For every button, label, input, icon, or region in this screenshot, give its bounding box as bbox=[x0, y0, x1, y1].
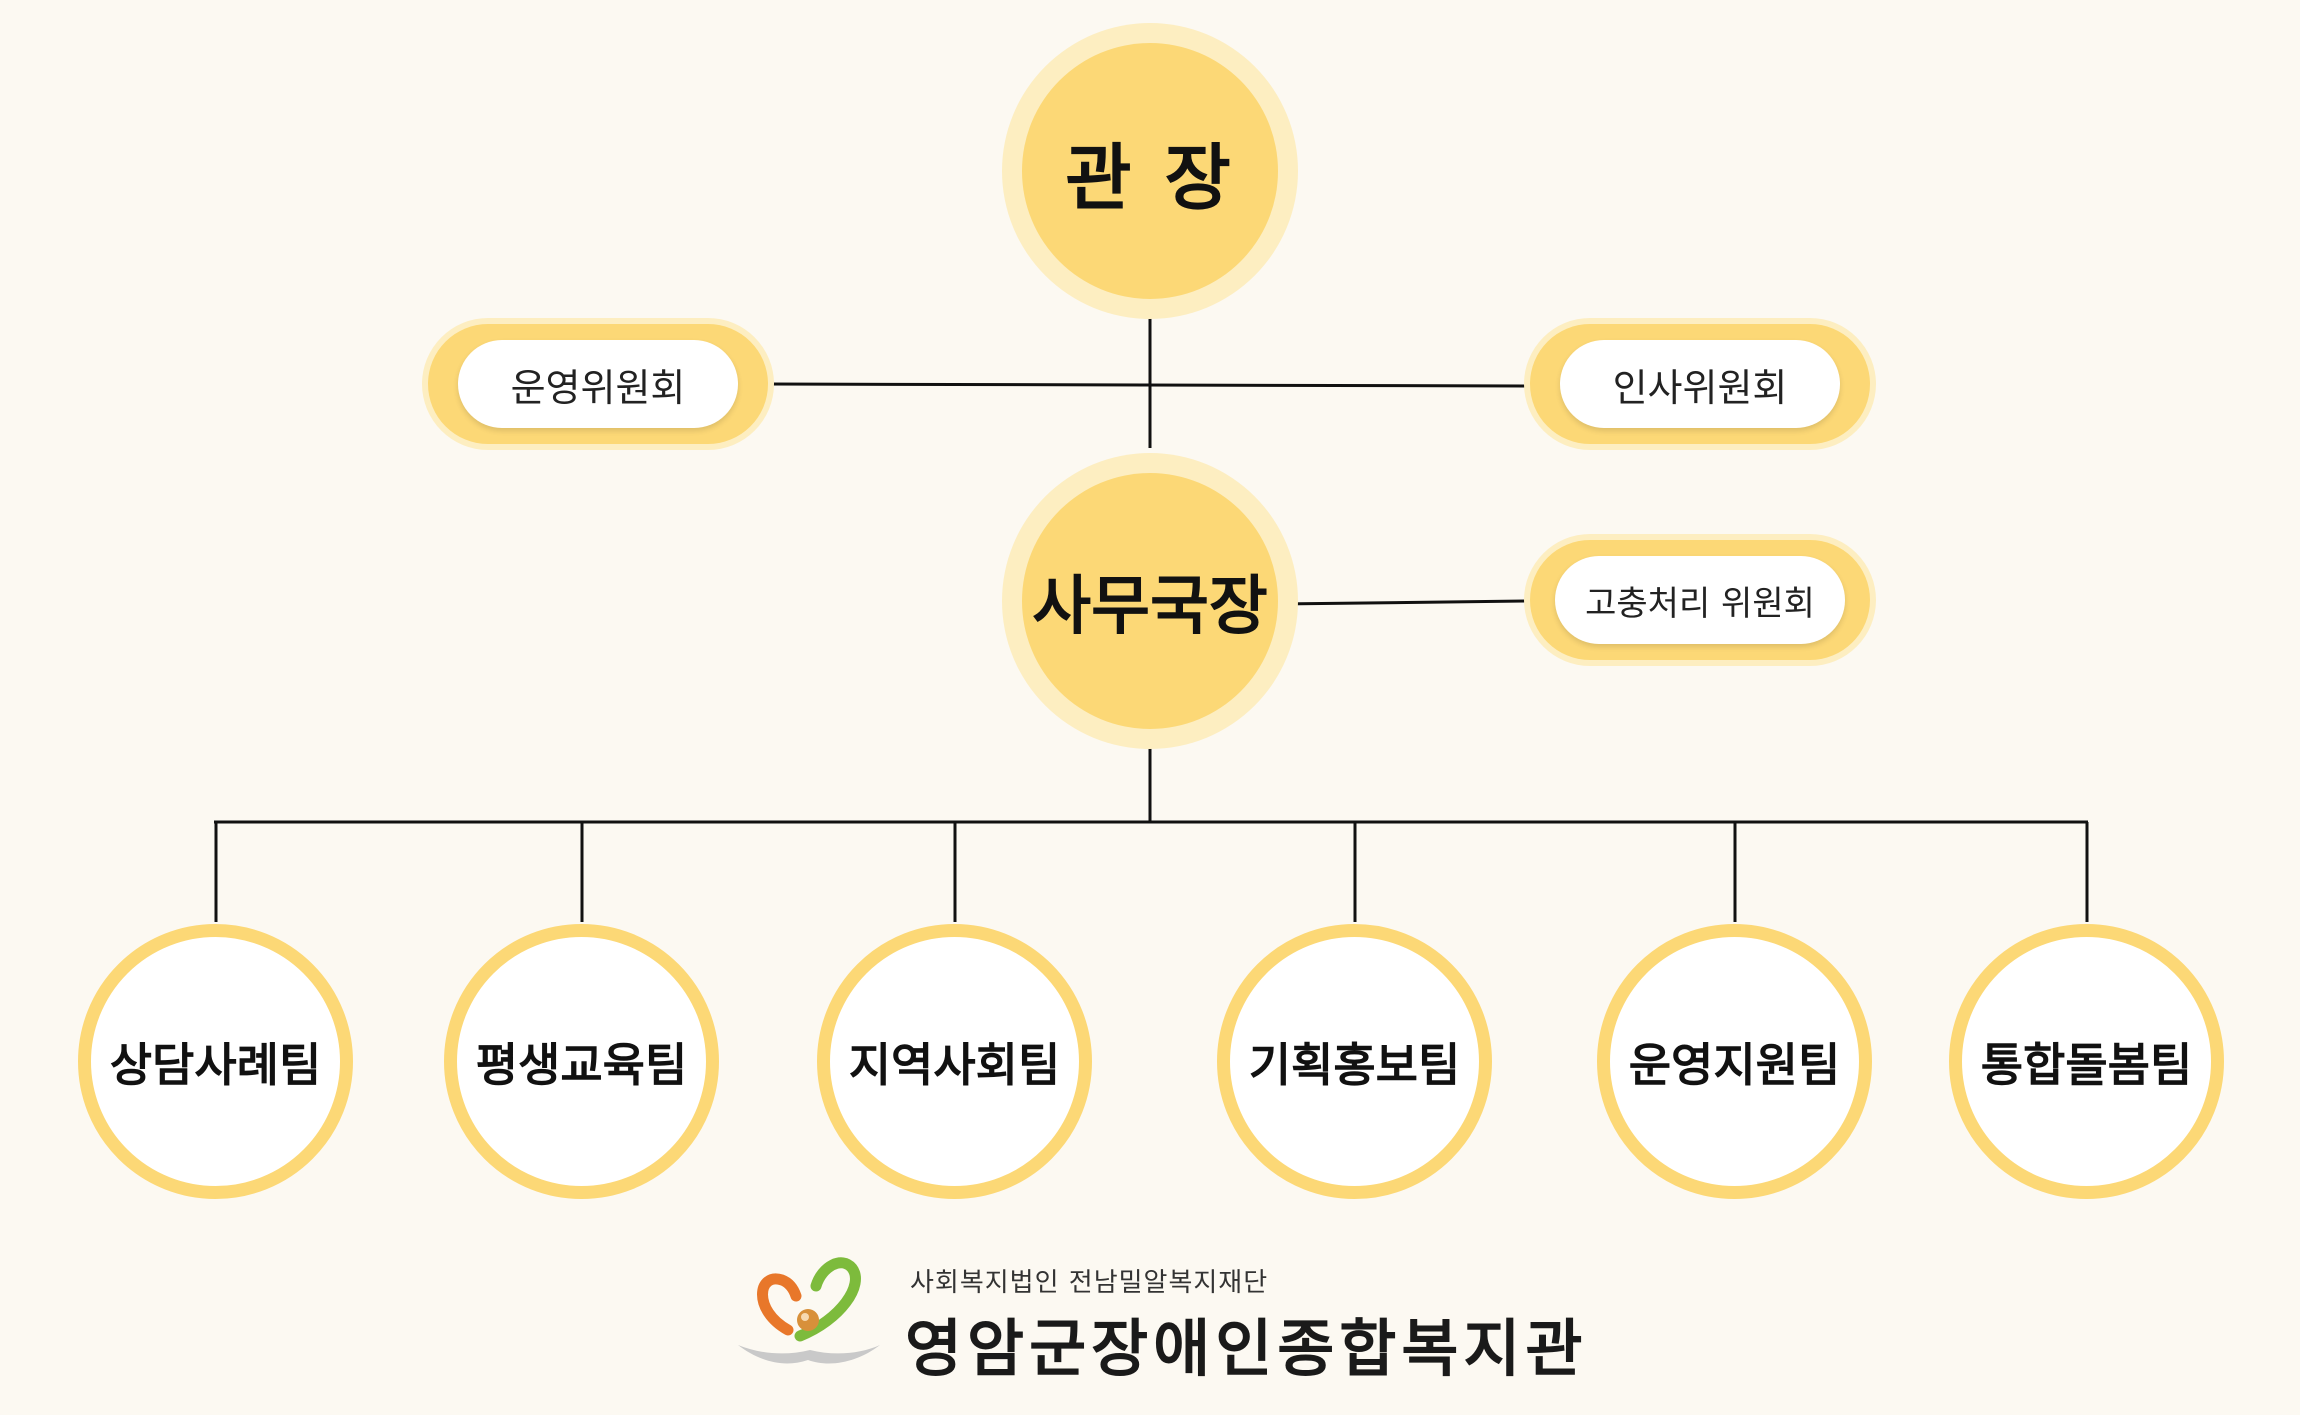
operations-committee-node: 운영위원회 bbox=[428, 324, 768, 444]
grievance-committee-node: 고충처리 위원회 bbox=[1530, 540, 1870, 660]
team-node-3: 지역사회팀 bbox=[817, 924, 1092, 1199]
team-label: 통합돌봄팀 bbox=[1980, 1037, 2193, 1092]
team-node-2: 평생교육팀 bbox=[444, 924, 719, 1199]
team-label: 기획홍보팀 bbox=[1248, 1037, 1461, 1092]
team-label: 지역사회팀 bbox=[848, 1037, 1061, 1092]
grievance-committee-label: 고충처리 위원회 bbox=[1555, 556, 1845, 644]
grievance-connector-line bbox=[1277, 599, 1531, 606]
director-node: 관 장 bbox=[1022, 43, 1278, 299]
team-label: 운영지원팀 bbox=[1628, 1037, 1841, 1092]
committee-connector-line bbox=[767, 382, 1531, 388]
personnel-committee-node: 인사위원회 bbox=[1530, 324, 1870, 444]
secretary-general-label: 사무국장 bbox=[1032, 570, 1268, 644]
personnel-committee-label: 인사위원회 bbox=[1560, 340, 1840, 428]
team-node-4: 기획홍보팀 bbox=[1217, 924, 1492, 1199]
team-label: 상담사례팀 bbox=[109, 1037, 322, 1092]
operations-committee-label: 운영위원회 bbox=[458, 340, 738, 428]
team-label: 평생교육팀 bbox=[475, 1037, 688, 1092]
parent-organization: 사회복지법인 전남밀알복지재단 bbox=[910, 1268, 1269, 1298]
team-node-6: 통합돌봄팀 bbox=[1949, 924, 2224, 1199]
heart-hands-logo-icon bbox=[738, 1257, 880, 1364]
organization-name: 영암군장애인종합복지관 bbox=[905, 1312, 1588, 1385]
team-node-1: 상담사례팀 bbox=[78, 924, 353, 1199]
secretary-general-node: 사무국장 bbox=[1022, 473, 1278, 729]
team-node-5: 운영지원팀 bbox=[1597, 924, 1872, 1199]
director-label: 관 장 bbox=[1065, 135, 1235, 220]
